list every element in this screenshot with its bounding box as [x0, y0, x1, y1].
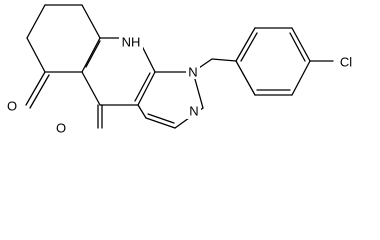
- atom-o-pyridone: O: [56, 121, 66, 136]
- atom-cl: Cl: [340, 55, 352, 70]
- bond: [29, 74, 50, 109]
- molecule-structure: NH N N O O Cl: [5, 4, 357, 136]
- bonds: [25, 4, 334, 129]
- bond: [211, 58, 237, 62]
- bond: [26, 37, 46, 73]
- bond: [289, 32, 306, 62]
- bond: [81, 4, 101, 39]
- bond: [235, 27, 256, 62]
- atom-labels: NH N N O O Cl: [5, 34, 357, 136]
- bond: [81, 71, 101, 106]
- atom-n2: N: [189, 104, 198, 119]
- bond: [26, 4, 46, 39]
- bond: [291, 60, 311, 96]
- bond: [291, 27, 311, 62]
- bond: [145, 117, 176, 129]
- bond: [137, 71, 156, 106]
- bond: [85, 40, 101, 68]
- bond: [147, 113, 175, 124]
- bond: [25, 71, 46, 106]
- atom-nh: NH: [122, 35, 141, 50]
- bond: [240, 32, 258, 62]
- bond: [137, 104, 147, 119]
- bond: [235, 60, 256, 96]
- atom-n1: N: [188, 65, 197, 80]
- atom-o-ketone: O: [7, 99, 17, 114]
- bond: [81, 37, 101, 73]
- bond: [134, 72, 151, 102]
